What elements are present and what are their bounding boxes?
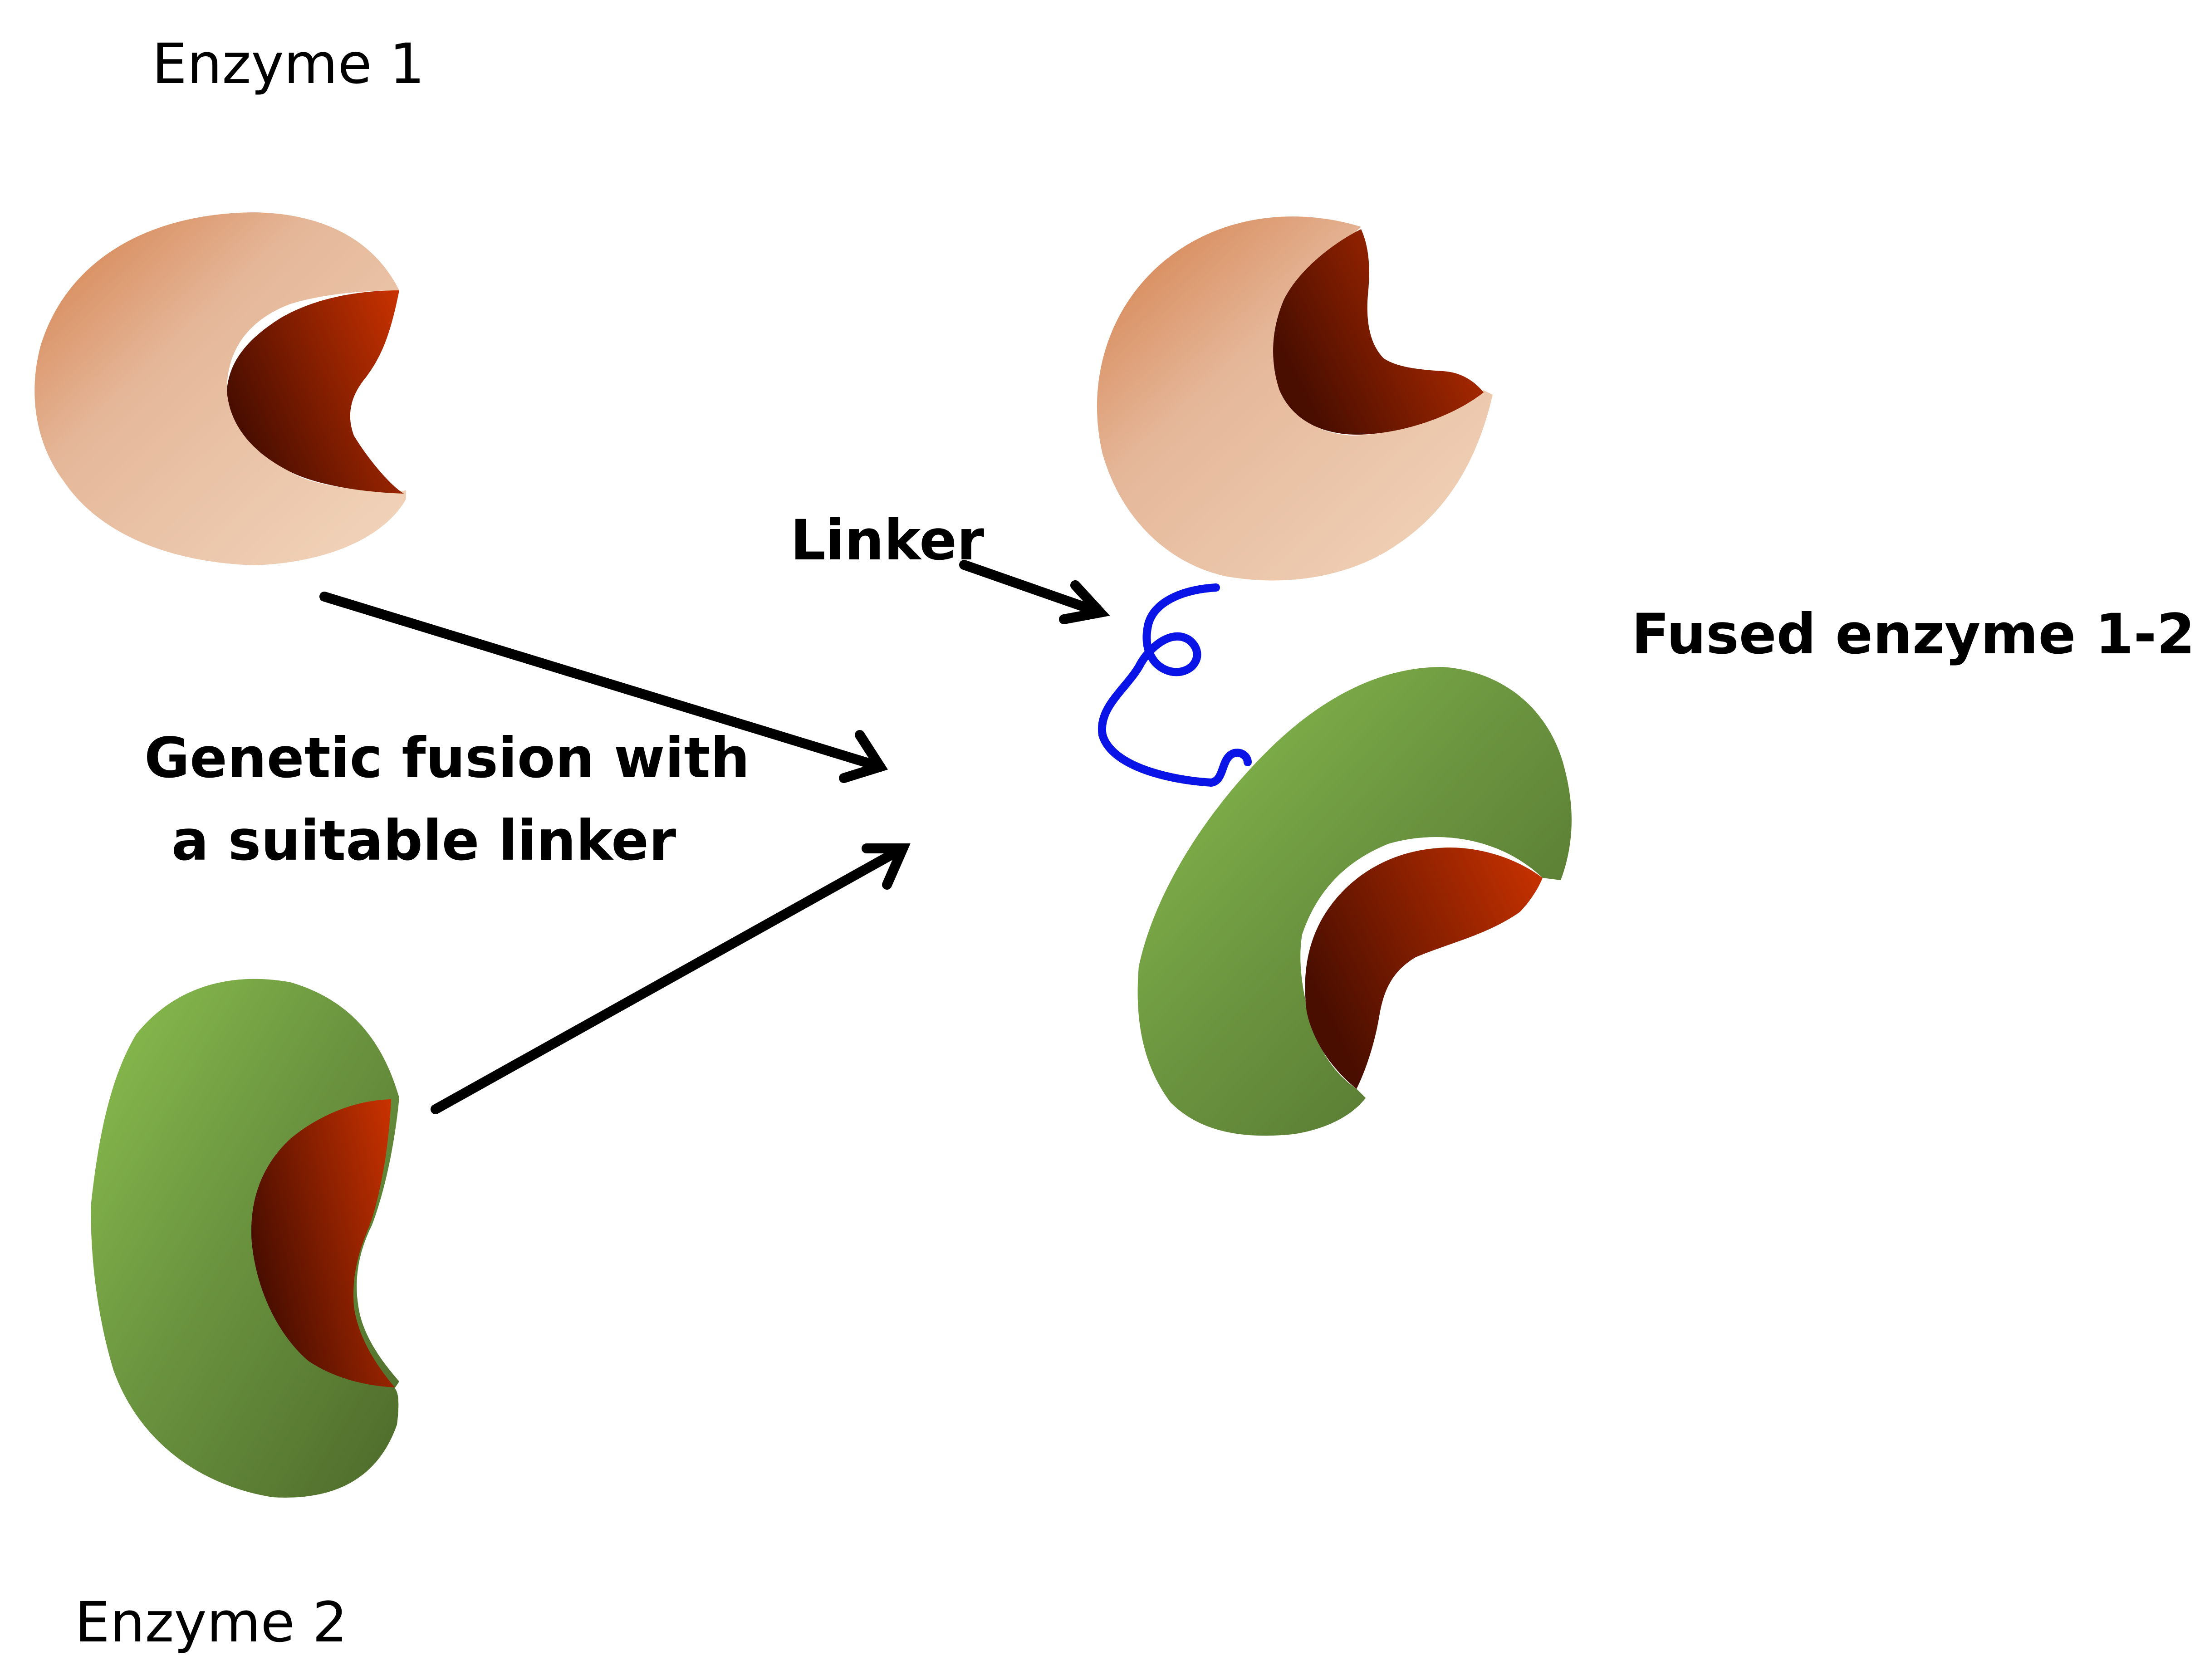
fused-enzyme-2-active-site bbox=[1305, 847, 1543, 1089]
arrow-linker-pointer bbox=[959, 560, 1110, 624]
fused-enzyme-1-icon bbox=[1097, 216, 1493, 581]
fused-enzyme-2-body bbox=[1137, 667, 1572, 1136]
arrow-enzyme-2-to-fused bbox=[431, 843, 911, 1114]
fused-enzyme-label: Fused enzyme 1-2 bbox=[1632, 602, 2195, 666]
fusion-caption-line-2: a suitable linker bbox=[171, 808, 676, 873]
fusion-caption-line-1: Genetic fusion with bbox=[144, 726, 750, 790]
linker-label: Linker bbox=[790, 508, 985, 573]
enzyme-1-icon bbox=[34, 212, 407, 565]
linker-squiggle-icon bbox=[1098, 583, 1252, 787]
arrow-enzyme-1-to-fused bbox=[319, 592, 888, 783]
fused-enzyme-1-active-site bbox=[1273, 229, 1484, 435]
fused-enzyme-2-icon bbox=[1137, 667, 1572, 1136]
diagram-graphic bbox=[34, 212, 1572, 1498]
enzyme-2-label: Enzyme 2 bbox=[75, 1590, 348, 1655]
enzyme-1-body bbox=[34, 212, 407, 565]
diagram-canvas: Enzyme 1 Enzyme 2 Linker Fused enzyme 1-… bbox=[34, 32, 2195, 1655]
enzyme-2-icon bbox=[91, 979, 399, 1498]
enzyme-2-active-site bbox=[251, 1099, 395, 1387]
fused-enzyme-1-body bbox=[1097, 216, 1493, 581]
enzyme-1-active-site bbox=[227, 290, 404, 494]
enzyme-1-label: Enzyme 1 bbox=[152, 32, 425, 96]
